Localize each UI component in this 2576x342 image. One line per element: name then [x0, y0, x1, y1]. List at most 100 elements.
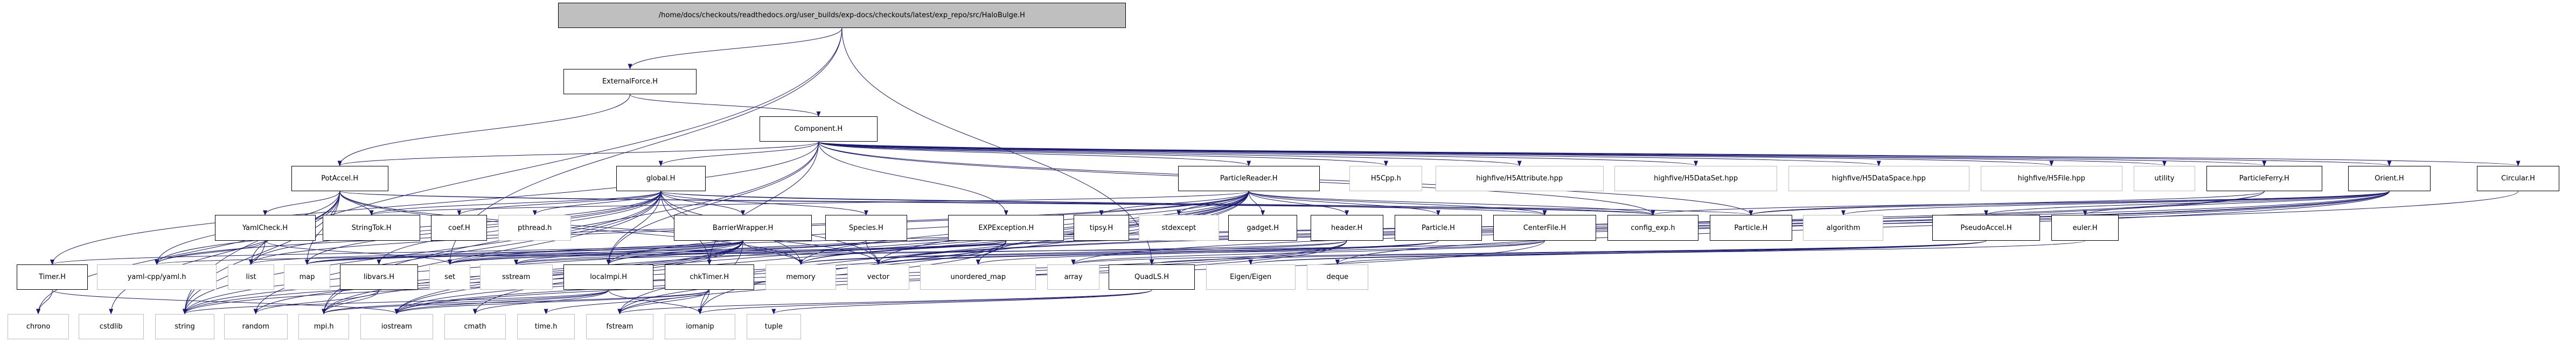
node-h5cpp-h: H5Cpp.h: [1349, 165, 1423, 192]
edge-chkTimer-fstream: [617, 290, 710, 315]
edge-ParticleReader-StringTok: [370, 191, 1249, 216]
edge-root-string: [183, 28, 843, 315]
edge-Orient-euler: [2083, 191, 2390, 216]
edge-PseudoAccel-EigenEigen: [1249, 240, 1987, 265]
node-externalforce-h[interactable]: ExternalForce.H: [563, 68, 697, 95]
edge-EXPException-map: [305, 240, 1007, 265]
edge-euler-EigenEigen: [1249, 240, 2086, 265]
node-sstream: sstream: [479, 264, 553, 290]
node-centerfile-h[interactable]: CenterFile.H: [1493, 215, 1596, 241]
edge-PotAccel-chrono: [36, 191, 340, 315]
edge-ParticleReader-config_exp: [1248, 191, 1655, 216]
node-string: string: [155, 313, 215, 340]
edge-CenterFile-array: [1071, 240, 1545, 265]
node-chktimer-h[interactable]: chkTimer.H: [664, 264, 754, 290]
node-particlereader-h[interactable]: ParticleReader.H: [1178, 165, 1320, 192]
edge-ParticleReader-CenterFile: [1248, 191, 1547, 216]
edge-YamlCheck-string: [183, 240, 266, 315]
node-utility: utility: [2133, 165, 2196, 192]
node-random: random: [224, 313, 288, 340]
edge-QuadLS-fstream: [617, 290, 1152, 315]
edge-BarrierWrapper-Timer: [50, 240, 743, 265]
edge-PotAccel-cstdlib: [109, 191, 340, 315]
edge-root-QuadLS: [841, 28, 1154, 265]
node-fstream: fstream: [586, 313, 653, 340]
node-iostream: iostream: [360, 313, 433, 340]
edge-chkTimer-mpi: [322, 290, 710, 315]
edge-localmpi-cmath: [472, 290, 609, 315]
edge-Particle-vector: [876, 240, 1439, 265]
edge-Orient-algorithm: [1841, 191, 2390, 216]
node-algorithm: algorithm: [1803, 215, 1884, 241]
edge-global-random: [253, 191, 662, 315]
edge-Component-localmpi: [606, 142, 819, 265]
node-orient-h[interactable]: Orient.H: [2348, 165, 2431, 192]
node-potaccel-h[interactable]: PotAccel.H: [291, 165, 388, 192]
edge-Component-Orient: [818, 142, 2391, 166]
edge-Orient-PseudoAccel: [1984, 191, 2390, 216]
node-unordered-map: unordered_map: [920, 264, 1036, 290]
edge-BarrierWrapper-localmpi: [606, 240, 743, 265]
node-euler-h[interactable]: euler.H: [2051, 215, 2119, 241]
edge-PseudoAccel-QuadLS: [1150, 240, 1987, 265]
edge-ExternalForce-PotAccel: [337, 94, 631, 166]
edge-Species-map: [305, 240, 867, 265]
node-config-exp-h[interactable]: config_exp.h: [1607, 215, 1699, 241]
node-memory: memory: [765, 264, 837, 290]
node-tipsy-h[interactable]: tipsy.H: [1073, 215, 1130, 241]
node-coef-h[interactable]: coef.H: [431, 215, 488, 241]
node-particle-h[interactable]: Particle.H: [1394, 215, 1482, 241]
node-halobulge-h[interactable]: /home/docs/checkouts/readthedocs.org/use…: [558, 2, 1126, 29]
edge-QuadLS-iomanip: [698, 290, 1152, 315]
node-h5dataspace-hpp: highfive/H5DataSpace.hpp: [1788, 165, 1969, 192]
edge-BarrierWrapper-sstream: [514, 240, 743, 265]
edge-Component-global: [658, 142, 819, 166]
node-h5file-hpp: highfive/H5File.hpp: [1980, 165, 2122, 192]
node-barrierwrapper-h[interactable]: BarrierWrapper.H: [673, 215, 812, 241]
edge-global-coef: [457, 191, 662, 216]
node-particle-h-2[interactable]: Particle.H: [1710, 215, 1792, 241]
node-particleferry-h[interactable]: ParticleFerry.H: [2206, 165, 2322, 192]
edge-chkTimer-timeh: [544, 290, 710, 315]
node-eigen-eigen: Eigen/Eigen: [1206, 264, 1296, 290]
edge-PotAccel-ParticleH: [339, 191, 1753, 216]
node-header-h[interactable]: header.H: [1310, 215, 1383, 241]
edge-localmpi-string: [183, 290, 609, 315]
edge-global-Species: [660, 191, 868, 216]
edge-Component-h5file: [818, 142, 2053, 166]
node-array: array: [1047, 264, 1099, 290]
node-localmpi-h[interactable]: localmpi.H: [563, 264, 653, 290]
edge-PotAccel-string: [183, 191, 340, 315]
node-gadget-h[interactable]: gadget.H: [1228, 215, 1298, 241]
node-global-h[interactable]: global.H: [616, 165, 706, 192]
edge-ParticleReader-tipsy: [1099, 191, 1249, 216]
edge-BarrierWrapper-map: [305, 240, 743, 265]
node-cstdlib: cstdlib: [78, 313, 144, 340]
edge-localmpi-iomanip: [608, 290, 702, 315]
node-libvars-h[interactable]: libvars.H: [339, 264, 419, 290]
edge-global-CenterFile: [660, 191, 1547, 216]
edge-ParticleReader-gadget: [1248, 191, 1265, 216]
node-chrono: chrono: [7, 313, 69, 340]
node-map: map: [283, 264, 331, 290]
edge-PotAccel-StringTok: [339, 191, 374, 216]
edge-Component-PotAccel: [338, 142, 819, 166]
node-stringtok-h[interactable]: StringTok.H: [323, 215, 420, 241]
node-pseudoaccel-h[interactable]: PseudoAccel.H: [1932, 215, 2041, 241]
node-yamlcheck-h[interactable]: YamlCheck.H: [214, 215, 316, 241]
node-timer-h[interactable]: Timer.H: [17, 264, 88, 290]
node-circular-h[interactable]: Circular.H: [2477, 165, 2559, 192]
node-species-h[interactable]: Species.H: [825, 215, 908, 241]
edge-Component-utility: [818, 142, 2166, 166]
node-cmath: cmath: [444, 313, 506, 340]
node-set: set: [429, 264, 471, 290]
edge-Component-h5dset: [818, 142, 1698, 166]
node-expexception-h[interactable]: EXPException.H: [948, 215, 1064, 241]
edge-ParticleReader-iomanip: [698, 191, 1249, 315]
edge-header-sstream: [514, 240, 1347, 265]
edge-PotAccel-YamlCheck: [263, 191, 340, 216]
edge-Component-Timer: [50, 142, 819, 265]
node-component-h[interactable]: Component.H: [760, 116, 878, 142]
edge-CenterFile-vector: [876, 240, 1545, 265]
node-quadls-h[interactable]: QuadLS.H: [1109, 264, 1195, 290]
